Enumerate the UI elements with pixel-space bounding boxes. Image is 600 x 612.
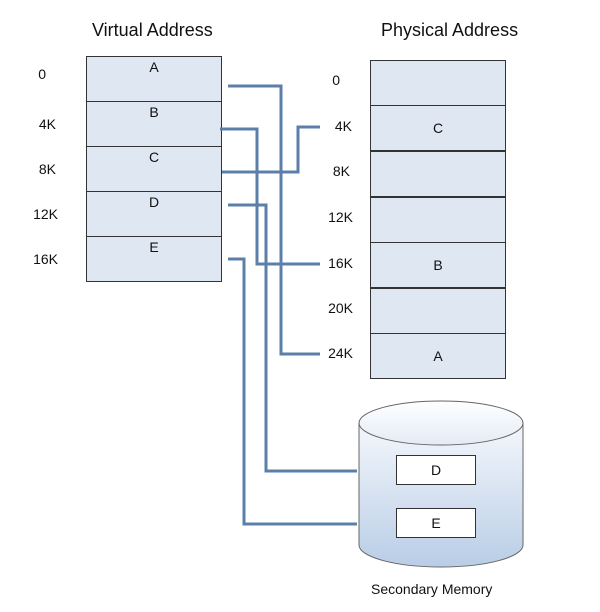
virtual-addr-8k: 8K bbox=[38, 161, 56, 177]
mapping-line-c bbox=[222, 125, 320, 174]
mapping-line-b bbox=[220, 127, 320, 266]
physical-addr-20k: 20K bbox=[328, 300, 353, 316]
virtual-page-c: C bbox=[86, 146, 222, 192]
physical-addr-16k: 16K bbox=[328, 255, 353, 271]
physical-frame-8k bbox=[370, 151, 506, 197]
virtual-addr-0: 0 bbox=[38, 66, 46, 82]
secondary-page-e: E bbox=[396, 508, 476, 538]
physical-frame-24k: A bbox=[370, 333, 506, 379]
physical-frame-4k: C bbox=[370, 105, 506, 151]
physical-address-title: Physical Address bbox=[381, 20, 519, 40]
physical-addr-12k: 12K bbox=[328, 209, 353, 225]
virtual-page-e: E bbox=[86, 236, 222, 282]
virtual-addr-16k: 16K bbox=[33, 251, 58, 267]
physical-addr-0: 0 bbox=[332, 72, 340, 88]
virtual-address-title: Virtual Address bbox=[92, 20, 213, 40]
mapping-line-d bbox=[228, 203, 357, 473]
virtual-addr-12k: 12K bbox=[33, 206, 58, 222]
physical-addr-24k: 24K bbox=[328, 345, 353, 361]
mapping-line-a bbox=[228, 84, 320, 356]
virtual-page-b: B bbox=[86, 101, 222, 147]
virtual-page-d: D bbox=[86, 191, 222, 237]
secondary-page-d: D bbox=[396, 455, 476, 485]
physical-addr-4k: 4K bbox=[334, 118, 352, 134]
physical-frame-16k: B bbox=[370, 242, 506, 288]
virtual-addr-4k: 4K bbox=[38, 116, 56, 132]
secondary-memory-label: Secondary Memory bbox=[371, 581, 493, 597]
physical-addr-8k: 8K bbox=[332, 163, 350, 179]
virtual-page-a: A bbox=[86, 56, 222, 102]
mapping-line-e bbox=[228, 257, 357, 526]
